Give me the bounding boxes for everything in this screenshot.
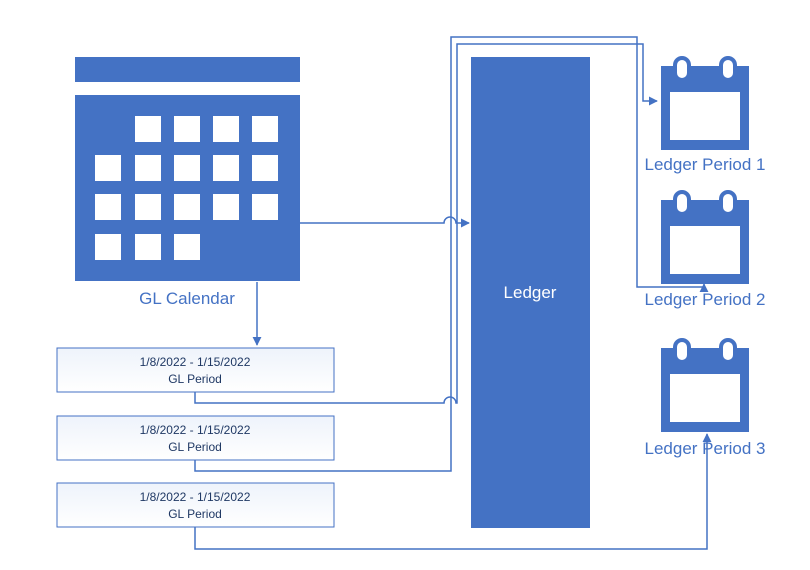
gl-period-label: GL Period bbox=[168, 372, 222, 386]
gl-period-dates: 1/8/2022 - 1/15/2022 bbox=[140, 355, 251, 369]
gl-period-box-3[interactable]: 1/8/2022 - 1/15/2022 GL Period bbox=[56, 482, 335, 528]
ledger-period-2-label: Ledger Period 2 bbox=[645, 290, 766, 309]
gl-period-box-2[interactable]: 1/8/2022 - 1/15/2022 GL Period bbox=[56, 415, 335, 461]
period2-to-ledger-period2-connector bbox=[194, 36, 709, 472]
ledger-period-1-calendar-icon bbox=[661, 56, 749, 150]
gl-period-dates: 1/8/2022 - 1/15/2022 bbox=[140, 423, 251, 437]
ledger-period-3-calendar-icon bbox=[661, 338, 749, 432]
gl-calendar-icon bbox=[75, 57, 300, 281]
ledger-box[interactable]: Ledger bbox=[471, 57, 590, 528]
ledger-period-2-calendar-icon bbox=[661, 190, 749, 284]
connectors bbox=[194, 36, 712, 550]
gl-calendar-label: GL Calendar bbox=[139, 289, 235, 308]
calendar-to-ledger-connector bbox=[300, 216, 470, 228]
gl-period-label: GL Period bbox=[168, 440, 222, 454]
ledger-label: Ledger bbox=[504, 283, 557, 302]
period3-to-ledger-period3-connector bbox=[194, 433, 712, 550]
gl-period-dates: 1/8/2022 - 1/15/2022 bbox=[140, 490, 251, 504]
period1-to-ledger-period1-connector bbox=[194, 43, 658, 404]
gl-period-box-1[interactable]: 1/8/2022 - 1/15/2022 GL Period bbox=[56, 347, 335, 393]
ledger-period-3-label: Ledger Period 3 bbox=[645, 439, 766, 458]
gl-period-label: GL Period bbox=[168, 507, 222, 521]
ledger-period-1-label: Ledger Period 1 bbox=[645, 155, 766, 174]
